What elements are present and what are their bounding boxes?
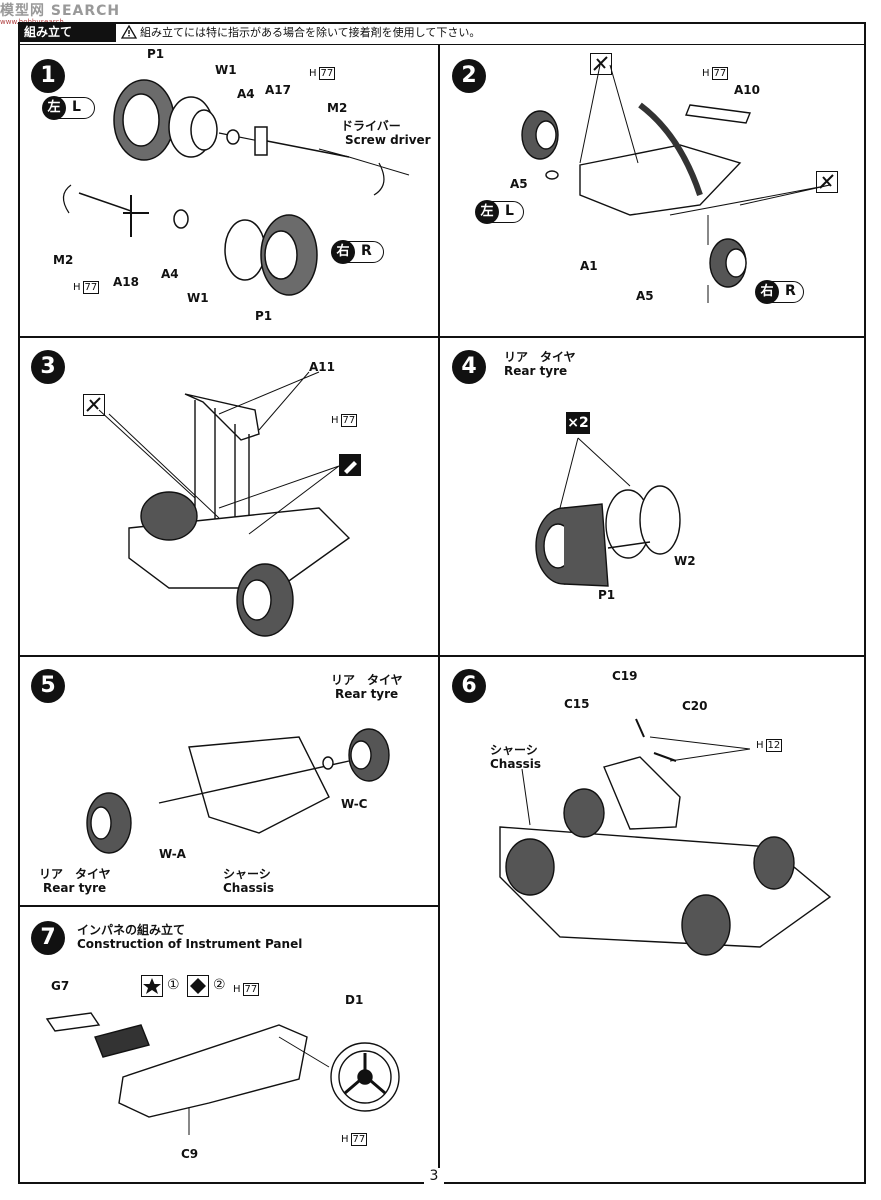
part-label-a5: A5	[510, 177, 528, 191]
paint-star-icon	[141, 975, 163, 997]
step-number: 7	[31, 921, 65, 955]
glue-tube-icon	[339, 454, 361, 476]
part-label-a1: A1	[580, 259, 598, 273]
part-label-m2: M2	[327, 101, 348, 115]
part-label-a4: A4	[161, 267, 179, 281]
part-label-g7: G7	[51, 979, 70, 993]
rear-tyre-label-jp: リア タイヤ	[331, 673, 403, 687]
part-label-p1: P1	[598, 588, 616, 602]
step-6-illustration	[499, 718, 832, 956]
part-label-p1: P1	[147, 47, 165, 61]
chassis-label-jp: シャーシ	[223, 867, 271, 881]
step-number: 4	[452, 350, 486, 384]
part-label-a11: A11	[309, 360, 335, 374]
part-label-c20: C20	[682, 699, 708, 713]
header-tab: 組み立て	[18, 22, 116, 42]
part-label-d1: D1	[345, 993, 364, 1007]
part-label-c9: C9	[181, 1147, 199, 1161]
part-label-a17: A17	[265, 83, 291, 97]
part-label-a10: A10	[734, 83, 760, 97]
part-label-p1: P1	[255, 309, 273, 323]
rear-tyre-label-jp: リア タイヤ	[39, 867, 111, 881]
cement-icon	[590, 53, 612, 75]
step-number: 2	[452, 59, 486, 93]
header-warning: 組み立てには特に指示がある場合を除いて接着剤を使用して下さい。	[120, 24, 481, 40]
rear-tyre-label-en: Rear tyre	[43, 881, 107, 895]
page-number: 3	[424, 1168, 444, 1184]
part-label-m2: M2	[53, 253, 74, 267]
step-number: 5	[31, 669, 65, 703]
chassis-label-en: Chassis	[223, 881, 274, 895]
part-label-w1: W1	[187, 291, 209, 305]
part-label-c15: C15	[564, 697, 590, 711]
step-number: 1	[31, 59, 65, 93]
warning-icon	[120, 24, 138, 39]
step-7-illustration	[45, 1012, 400, 1135]
chassis-label-en: Chassis	[490, 757, 541, 771]
screwdriver-label-en: Screw driver	[345, 133, 431, 147]
step-title-en: Rear tyre	[504, 364, 568, 378]
part-label-a5: A5	[636, 289, 654, 303]
step-3-illustration	[98, 371, 351, 637]
step-title-jp: リア タイヤ	[504, 350, 576, 364]
step-4-panel: 4 リア タイヤ Rear tyre ×2 W2 P1	[439, 337, 866, 656]
part-label-a4: A4	[237, 87, 255, 101]
rear-tyre-label-en: Rear tyre	[335, 687, 399, 701]
screwdriver-label-jp: ドライバー	[341, 119, 401, 133]
cement-icon	[83, 394, 105, 416]
step-7-panel: 7 インパネの組み立て Construction of Instrument P…	[18, 906, 439, 1184]
step-5-illustration	[86, 728, 390, 854]
part-label-wa: W-A	[159, 847, 186, 861]
step-4-illustration	[535, 437, 681, 587]
quantity-badge: ×2	[566, 412, 590, 434]
step-5-panel: 5 リア タイヤ Rear tyre W-C W-A シャーシ Chassis …	[18, 656, 439, 906]
paint-diamond-icon	[187, 975, 209, 997]
step-1-illustration	[62, 79, 410, 296]
paint-ref-1: ①	[167, 977, 180, 993]
step-2-illustration	[521, 64, 831, 303]
part-label-w1: W1	[215, 63, 237, 77]
step-title-en: Construction of Instrument Panel	[77, 937, 303, 951]
paint-ref-2: ②	[213, 977, 226, 993]
step-number: 3	[31, 350, 65, 384]
part-label-a18: A18	[113, 275, 139, 289]
chassis-label-jp: シャーシ	[490, 743, 538, 757]
part-label-w2: W2	[674, 554, 696, 568]
part-label-c19: C19	[612, 669, 638, 683]
watermark-suffix: SEARCH	[50, 3, 121, 19]
cement-icon	[816, 171, 838, 193]
step-number: 6	[452, 669, 486, 703]
step-title-jp: インパネの組み立て	[77, 923, 186, 937]
warning-text: 組み立てには特に指示がある場合を除いて接着剤を使用して下さい。	[140, 26, 481, 39]
part-label-wc: W-C	[341, 797, 368, 811]
watermark: 模型网 SEARCH	[0, 3, 121, 19]
